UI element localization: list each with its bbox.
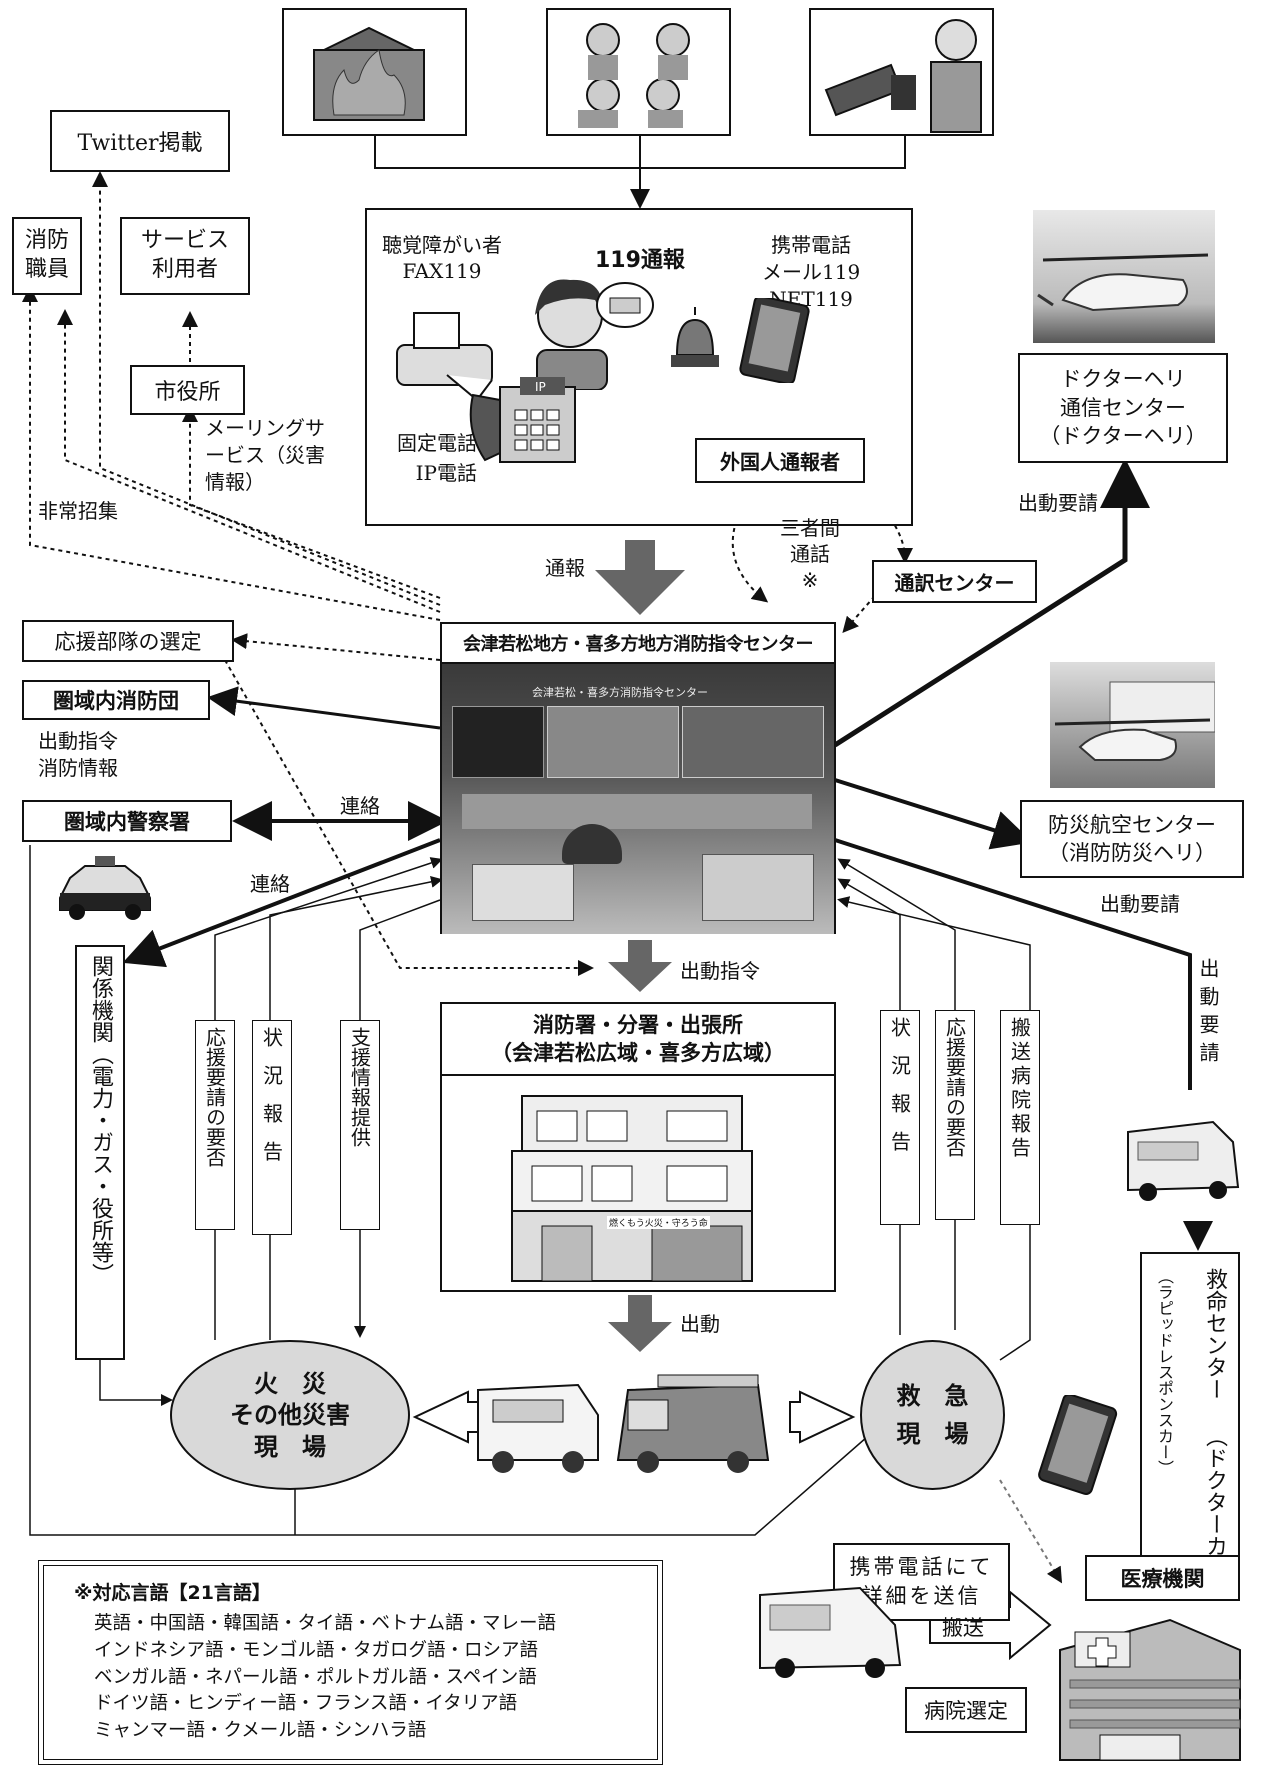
language-line: ドイツ語・ヒンディー語・フランス語・イタリア語 [94,1693,518,1715]
doctor-heli-photo [1033,210,1215,343]
alarm-light-icon [671,307,719,367]
left-report-label-1: 応援要請の要否 [202,1027,227,1167]
doctor-car-icon [1127,1120,1240,1201]
twitter-label: Twitter掲載 [77,131,203,156]
twitter-box: Twitter掲載 [50,110,230,172]
fixed-phone-label: 固定電話 IP電話 [397,431,477,485]
command-center-title: 会津若松地方・喜多方地方消防指令センター [442,624,834,664]
emergency-call-label: 非常招集 [38,499,118,523]
transport-label: 搬送 [942,1616,984,1640]
foreign-caller-box: 外国人通報者 [695,438,865,483]
smartphone-icon-2 [1038,1395,1118,1495]
svg-text:IP: IP [535,380,546,394]
right-report-label-2: 応援要請の要否 [942,1017,967,1157]
hospital-selection-label: 病院選定 [924,1699,1008,1723]
disaster-heli-photo [1050,662,1216,788]
left-report-status: 状況報告 [252,1020,292,1235]
support-unit-selection-label: 応援部隊の選定 [54,630,202,654]
interpreter-center-label: 通訳センター [894,571,1015,595]
fire-vehicles-illustration [477,1374,770,1473]
language-line: ベンガル語・ネパール語・ポルトガル語・スペイン語 [94,1666,537,1688]
medical-institution-box: 医療機関 [1085,1555,1240,1601]
foreign-caller-label: 外国人通報者 [720,450,840,474]
call-119-box: 119通報 聴覚障がい者 FAX119 携帯電話 メール119 NET119 固… [365,208,913,526]
fire-station-title: 消防署・分署・出張所 （会津若松広域・喜多方広域） [442,1004,834,1076]
emergency-scene-label: 救 急 現 場 [896,1380,969,1448]
liaison-label-2: 連絡 [250,872,290,896]
fire-scene-label: 火 災 その他災害 現 場 [230,1369,350,1461]
right-report-label-3: 搬送病院報告 [1007,1017,1032,1161]
languages-box: ※対応言語【21言語】 英語・中国語・韓国語・タイ語・ベトナム語・マレー語 イン… [38,1560,663,1765]
fire-brigade-label: 圏域内消防団 [53,689,179,713]
disaster-air-center-box: 防災航空センター （消防防災ヘリ） [1020,800,1244,878]
left-report-label-3: 支援情報提供 [347,1027,372,1147]
liaison-label-1: 連絡 [340,794,380,818]
dispatch-request-label-1: 出動要請 [1018,491,1098,515]
languages-title: ※対応言語【21言語】 [74,1582,271,1604]
city-hall-box: 市役所 [130,365,245,415]
police-car-icon [59,856,151,920]
call-119-title: 119通報 [595,248,685,273]
service-users-label: サービス利用者 [140,228,229,282]
hospital-selection-box: 病院選定 [905,1687,1027,1733]
fire-station-box: 消防署・分署・出張所 （会津若松広域・喜多方広域） 燃くもう火災・守ろう命 [440,1002,836,1292]
left-report-support-info: 支援情報提供 [340,1020,380,1230]
police-box: 圏域内警察署 [22,800,232,842]
language-line: ミャンマー語・クメール語・シンハラ語 [94,1720,427,1742]
lifesaving-center-box: 救命センター （ドクターカー） （ラピッドレスポンスカー） [1140,1252,1240,1601]
left-report-label-2: 状況報告 [259,1027,284,1179]
dispatch-order-info-label: 出動指令 消防情報 [38,729,118,780]
ambulance-icon [759,1586,902,1678]
fire-staff-box: 消防職員 [12,217,82,295]
fire-brigade-box: 圏域内消防団 [22,680,210,720]
dispatch-request-label-3: 出動要請 [1196,958,1220,1070]
hospital-icon [1059,1618,1241,1761]
related-orgs-box: 関係機関（電力・ガス・役所等） [75,945,125,1360]
related-orgs-label: 関係機関（電力・ガス・役所等） [88,955,113,1285]
lifesaving-center-label: 救命センター （ドクターカー） [1202,1268,1227,1601]
command-center-photo: 会津若松・喜多方消防指令センター [442,664,834,934]
smartphone-icon [739,298,810,383]
three-way-call-label: 三者間 通話 ※ [780,516,840,592]
station-banner: 燃くもう火災・守ろう命 [607,1216,710,1229]
fax-icon [396,312,493,402]
fire-illustration [282,8,467,136]
injured-people-illustration [546,8,731,136]
deaf-fax-label: 聴覚障がい者 FAX119 [382,233,502,283]
dispatch-order-label: 出動指令 [680,959,760,983]
language-line: インドネシア語・モンゴル語・タガログ語・ロシア語 [94,1639,539,1661]
fire-staff-label: 消防職員 [24,228,69,282]
doctor-heli-center-label: ドクターヘリ 通信センター （ドクターヘリ） [1039,367,1207,449]
police-label: 圏域内警察署 [64,810,190,834]
left-report-support-need: 応援要請の要否 [195,1020,235,1230]
lifesaving-center-sublabel: （ラピッドレスポンスカー） [1155,1268,1174,1476]
dispatch-label: 出動 [680,1312,720,1336]
command-center-box: 会津若松地方・喜多方地方消防指令センター 会津若松・喜多方消防指令センター [440,622,836,934]
caller-icon [535,279,654,390]
disaster-air-center-label: 防災航空センター （消防防災ヘリ） [1048,812,1216,865]
support-unit-selection-box: 応援部隊の選定 [22,620,234,662]
dispatch-request-label-2: 出動要請 [1100,892,1180,916]
mailing-service-label: メーリングサービス（災害情報） [205,416,325,494]
right-report-hospital: 搬送病院報告 [1000,1010,1040,1225]
city-hall-label: 市役所 [154,380,221,405]
report-label: 通報 [545,556,585,580]
right-report-status: 状況報告 [880,1010,920,1225]
interpreter-center-box: 通訳センター [872,560,1037,603]
fire-scene: 火 災 その他災害 現 場 [170,1340,410,1490]
doctor-heli-center-box: ドクターヘリ 通信センター （ドクターヘリ） [1018,353,1228,463]
mobile-detail-label: 携帯電話にて 詳細を送信 [849,1554,994,1608]
medical-institution-label: 医療機関 [1120,1567,1205,1591]
languages-list: 英語・中国語・韓国語・タイ語・ベトナム語・マレー語 インドネシア語・モンゴル語・… [74,1611,657,1745]
right-report-support-need: 応援要請の要否 [935,1010,975,1220]
ip-phone-icon: IP [469,377,576,463]
right-report-label-1: 状況報告 [887,1017,912,1169]
emergency-scene: 救 急 現 場 [860,1340,1005,1490]
service-users-box: サービス利用者 [120,217,250,295]
fire-station-illustration [511,1095,753,1282]
language-line: 英語・中国語・韓国語・タイ語・ベトナム語・マレー語 [94,1613,556,1634]
command-center-sign: 会津若松・喜多方消防指令センター [532,686,708,699]
rescue-worker-illustration [809,8,994,136]
